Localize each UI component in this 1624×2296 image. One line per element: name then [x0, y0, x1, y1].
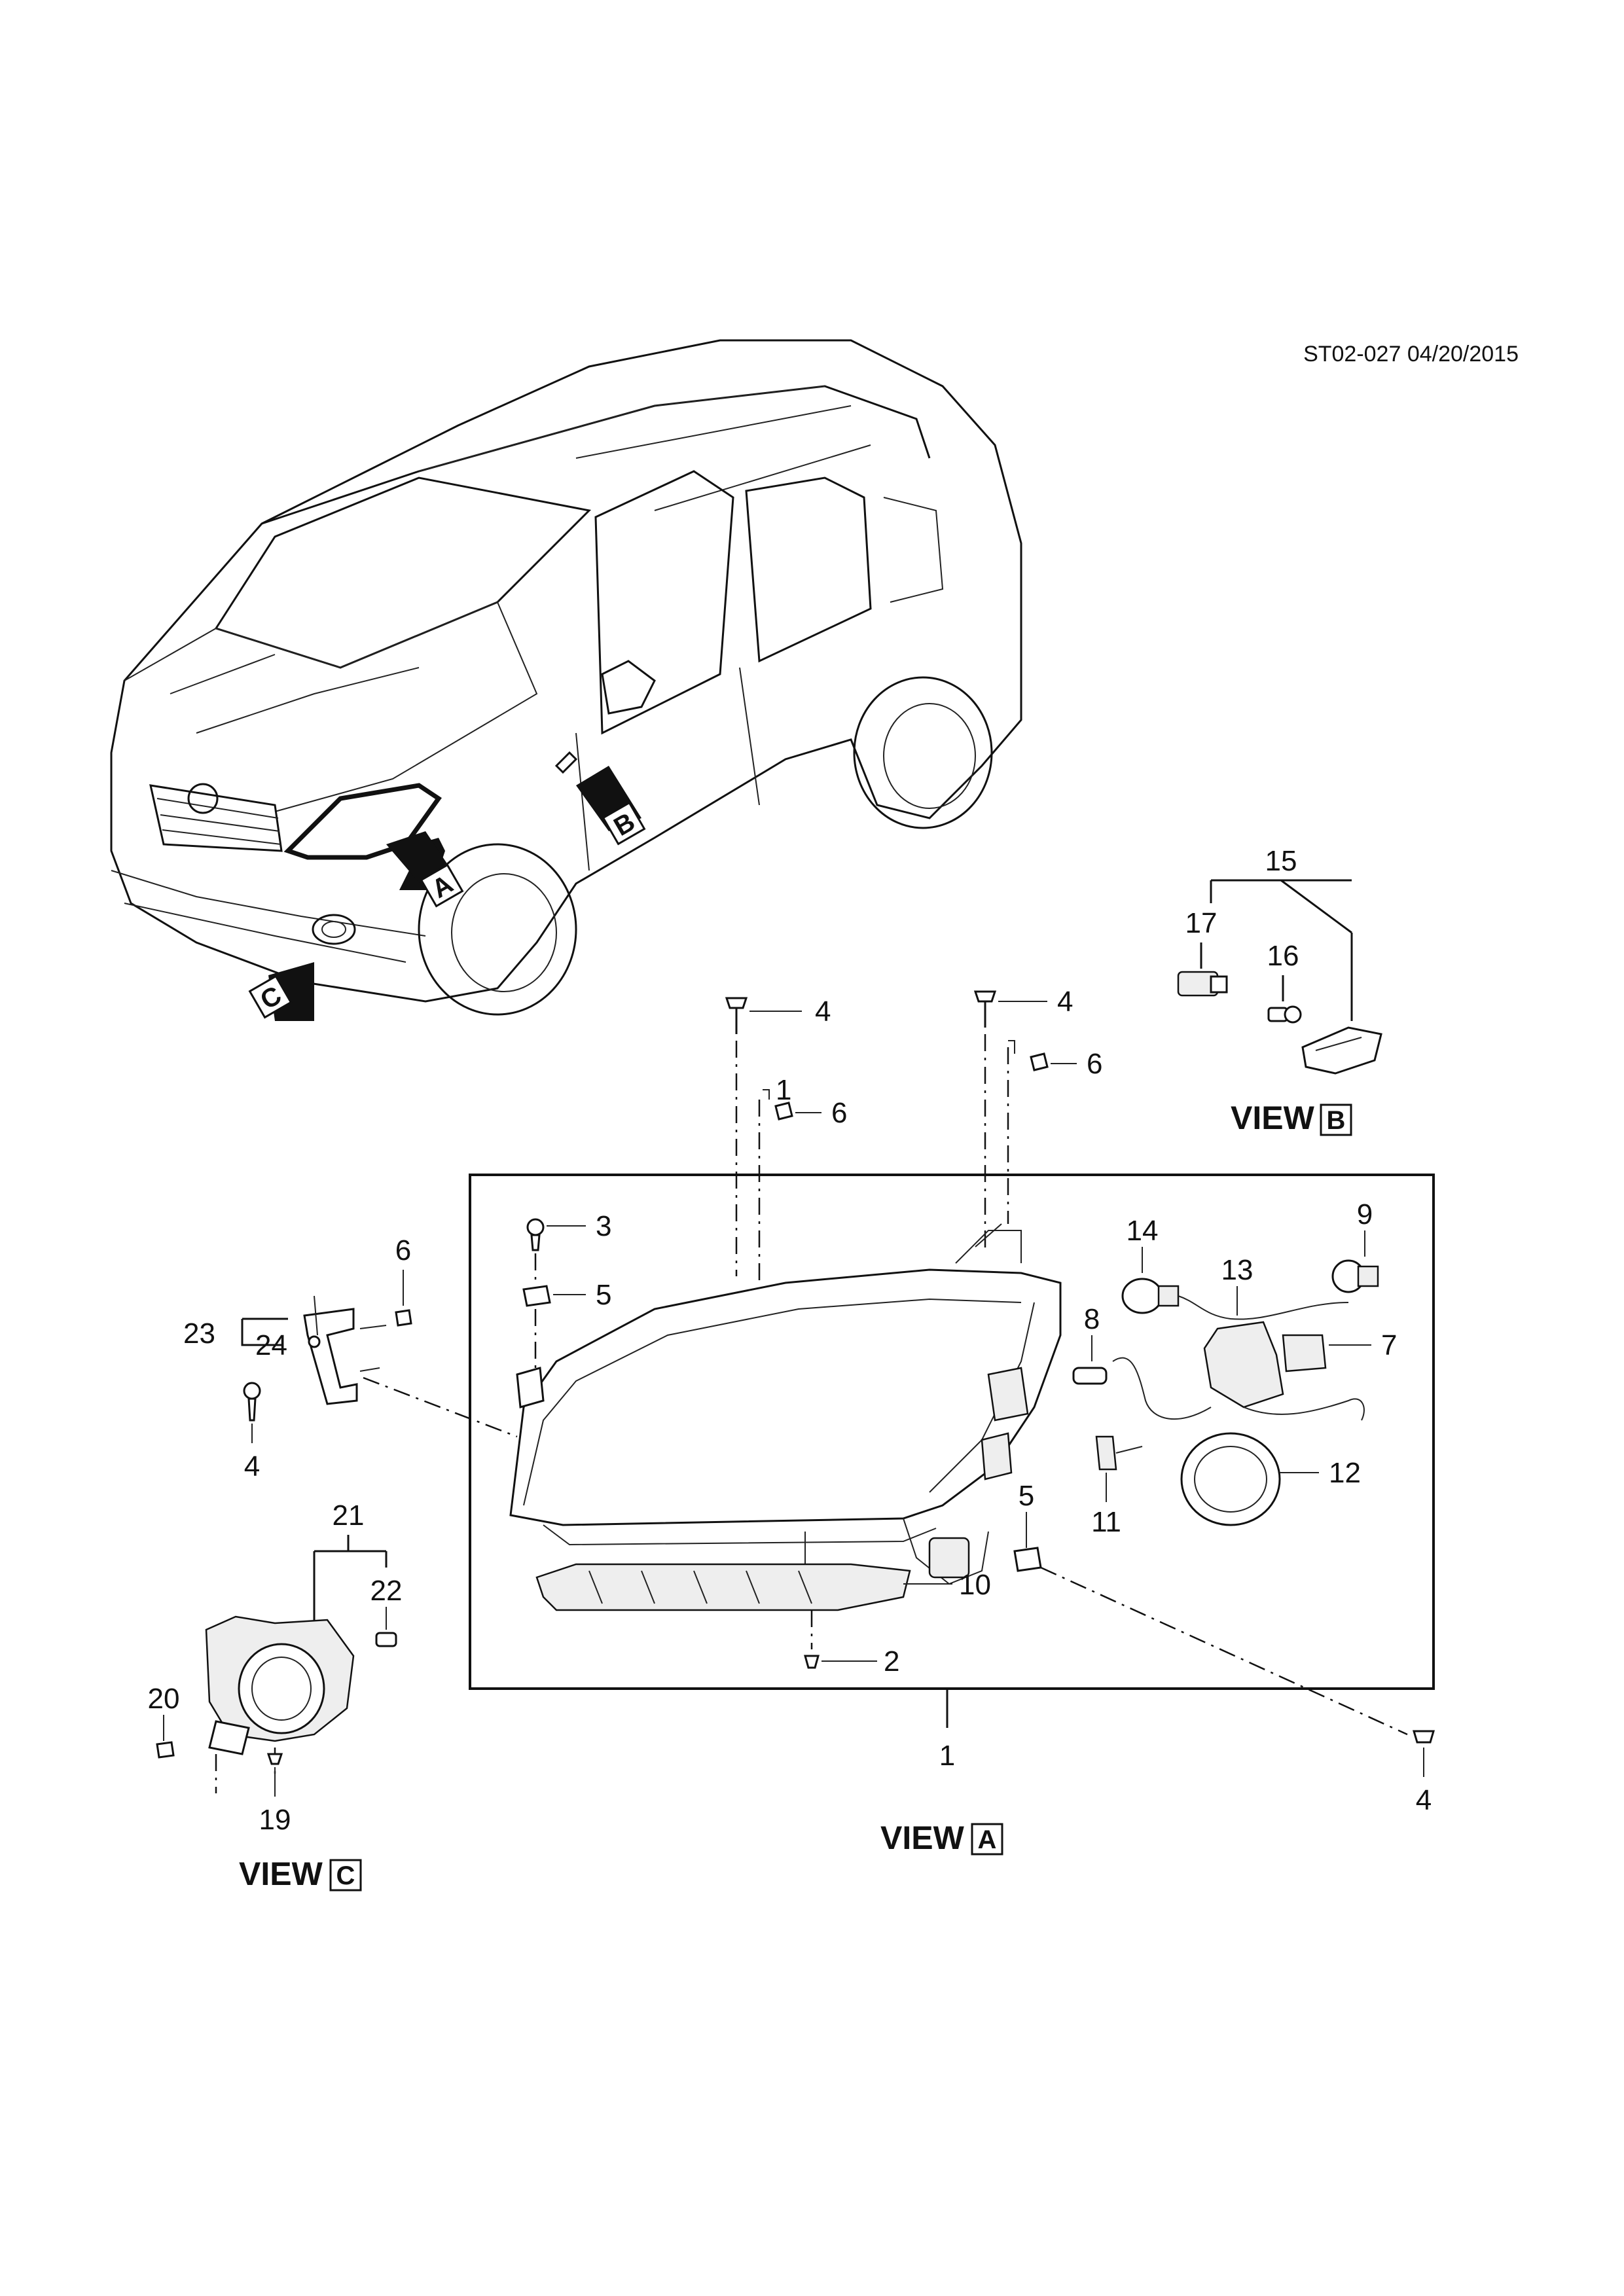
callout-1: 1: [939, 1740, 955, 1772]
callout-6-top-left: 6: [831, 1097, 847, 1129]
callout-21: 21: [333, 1499, 365, 1532]
view-c-label: VIEW: [239, 1856, 323, 1892]
callout-12: 12: [1329, 1457, 1361, 1489]
callout-2: 2: [884, 1645, 899, 1677]
callout-24: 24: [255, 1329, 287, 1361]
callout-4-bracket: 4: [244, 1450, 260, 1482]
callout-10: 10: [959, 1569, 991, 1601]
callout-16: 16: [1267, 940, 1299, 972]
callout-15: 15: [1265, 845, 1297, 877]
view-c-group: 21 22 20 19 VIEW C: [148, 1499, 403, 1892]
view-a-group: 4 4 1 6 6 3 5: [469, 986, 1435, 1856]
callout-8: 8: [1084, 1303, 1100, 1335]
bracket-group: 6 23 24 4: [183, 1234, 518, 1482]
callout-7: 7: [1381, 1329, 1397, 1361]
view-b-letter: B: [1327, 1106, 1346, 1135]
callout-5-top: 5: [596, 1279, 611, 1311]
callout-11: 11: [1091, 1506, 1121, 1538]
callout-6-top-right: 6: [1087, 1048, 1102, 1080]
car-illustration: [110, 339, 1022, 1016]
callout-20: 20: [148, 1683, 180, 1715]
marker-a: A: [386, 831, 464, 908]
callout-23: 23: [183, 1318, 215, 1350]
view-b-group: 15 17 16 VIEW B: [1177, 845, 1382, 1136]
callout-13: 13: [1221, 1254, 1254, 1286]
callout-14: 14: [1127, 1215, 1159, 1247]
marker-b: B: [576, 766, 646, 846]
callout-5-right: 5: [1019, 1480, 1034, 1512]
tick-1: 1: [776, 1074, 791, 1106]
view-a-label: VIEW: [880, 1820, 965, 1856]
callout-22: 22: [370, 1575, 403, 1607]
callout-4-right: 4: [1057, 986, 1073, 1018]
callout-19: 19: [259, 1804, 291, 1836]
drawing-code: ST02-027 04/20/2015: [1303, 342, 1519, 367]
callout-4-bottom-right: 4: [1416, 1784, 1432, 1816]
callout-4-left: 4: [815, 996, 831, 1028]
callout-6-bracket: 6: [395, 1234, 411, 1266]
marker-c: C: [248, 962, 314, 1021]
view-a-letter: A: [978, 1825, 997, 1854]
callout-9: 9: [1357, 1198, 1373, 1230]
view-b-label: VIEW: [1231, 1100, 1315, 1136]
callout-3: 3: [596, 1210, 611, 1242]
view-a-frame: [469, 1174, 1435, 1690]
callout-17: 17: [1185, 907, 1218, 939]
view-c-letter: C: [336, 1861, 355, 1890]
